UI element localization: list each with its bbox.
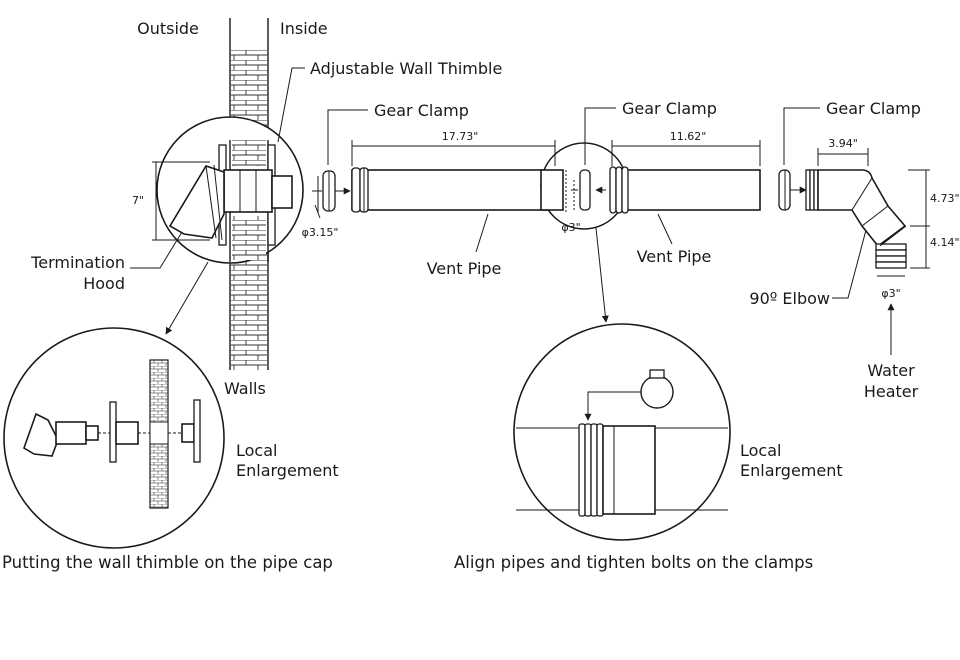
termination-hood-label-line2: Hood bbox=[83, 274, 125, 293]
pipe-diameter-label: φ3" bbox=[561, 221, 580, 234]
termination-hood-label-line1: Termination bbox=[30, 253, 125, 272]
vent-pipe-1 bbox=[351, 167, 556, 213]
pipe1-length-label: 17.73" bbox=[442, 130, 479, 143]
elbow-dimensions: 3.94" 4.73" 4.14" φ3" bbox=[817, 137, 960, 300]
caption-left: Putting the wall thimble on the pipe cap bbox=[2, 553, 333, 572]
wall-thimble-detail-circle bbox=[156, 116, 304, 264]
vent-pipe-2-label: Vent Pipe bbox=[637, 247, 712, 266]
hood-diameter-dimension: φ3.15" bbox=[302, 176, 339, 239]
gear-clamp-3-label: Gear Clamp bbox=[826, 99, 921, 118]
hood-diameter-label: φ3.15" bbox=[302, 226, 339, 239]
local-enlargement-right bbox=[513, 323, 731, 541]
pipe2-length-label: 11.62" bbox=[670, 130, 707, 143]
hood-height-dimension: 7" bbox=[132, 161, 210, 241]
pipe-joint-detail-circle: φ3" bbox=[540, 142, 628, 234]
elbow-height-upper-label: 4.73" bbox=[930, 192, 960, 205]
adjustable-wall-thimble-label: Adjustable Wall Thimble bbox=[310, 59, 502, 78]
local-enlargement-left-line2: Enlargement bbox=[236, 461, 339, 480]
local-enlargement-left bbox=[3, 327, 225, 549]
elbow-fitting bbox=[805, 169, 907, 269]
local-enlargement-left-line1: Local bbox=[236, 441, 277, 460]
gear-clamp-2-label: Gear Clamp bbox=[622, 99, 717, 118]
water-heater-label-line1: Water bbox=[867, 361, 915, 380]
water-heater-label-line2: Heater bbox=[864, 382, 919, 401]
elbow-width-label: 3.94" bbox=[828, 137, 858, 150]
vent-pipe-2 bbox=[609, 166, 761, 214]
inside-label: Inside bbox=[280, 19, 328, 38]
local-enlargement-right-line2: Enlargement bbox=[740, 461, 843, 480]
pipe-length-dimensions: 17.73" 11.62" bbox=[351, 130, 761, 166]
elbow-outlet-diameter-label: φ3" bbox=[881, 287, 900, 300]
gear-clamp-1 bbox=[312, 170, 351, 219]
elbow-height-lower-label: 4.14" bbox=[930, 236, 960, 249]
caption-right: Align pipes and tighten bolts on the cla… bbox=[454, 553, 813, 572]
walls-label: Walls bbox=[224, 379, 266, 398]
local-enlargement-right-line1: Local bbox=[740, 441, 781, 460]
vent-pipe-1-label: Vent Pipe bbox=[427, 259, 502, 278]
outside-label: Outside bbox=[137, 19, 199, 38]
gear-clamp-3 bbox=[778, 169, 807, 211]
gear-clamp-1-label: Gear Clamp bbox=[374, 101, 469, 120]
elbow-label: 90º Elbow bbox=[749, 289, 830, 308]
hood-height-label: 7" bbox=[132, 194, 144, 207]
leader-lines bbox=[130, 67, 895, 355]
